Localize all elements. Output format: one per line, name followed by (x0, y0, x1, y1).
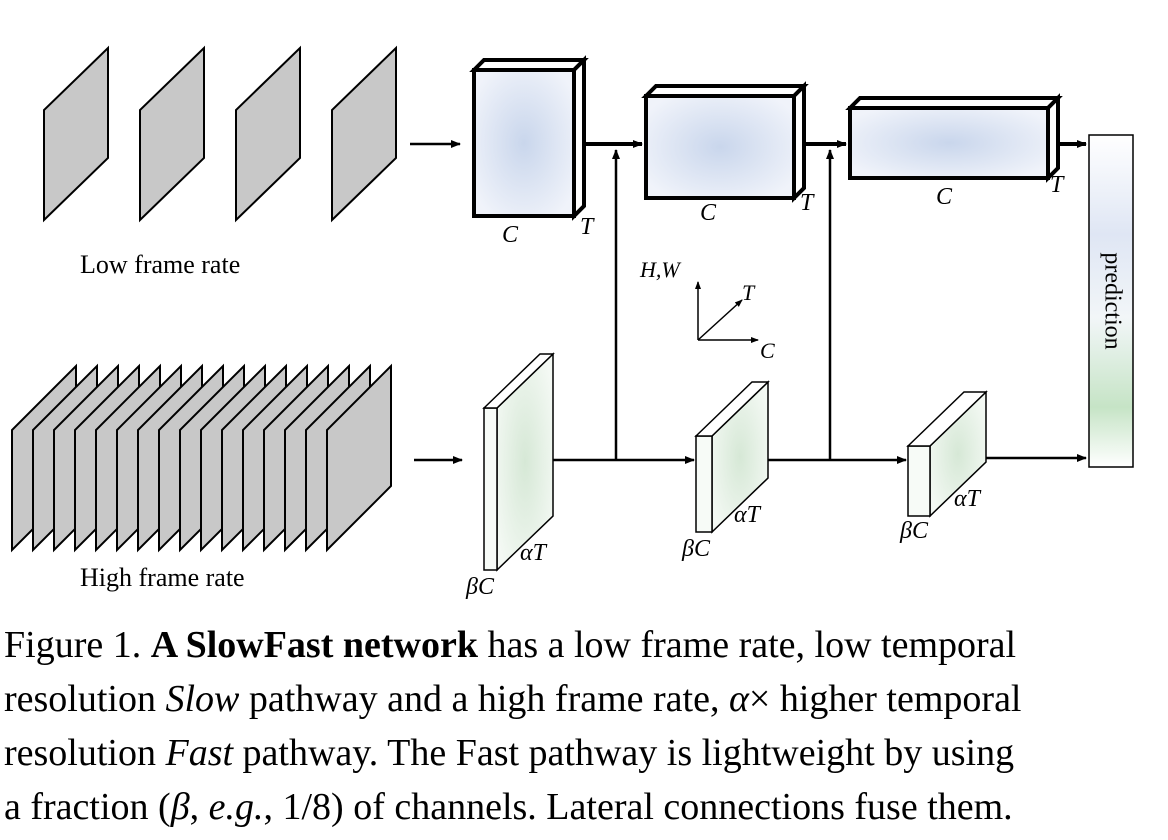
caption-alpha-symbol: α (728, 678, 749, 720)
caption-text: pathway and a high frame rate, (239, 678, 729, 720)
high-frame-rate-label: High frame rate (80, 563, 245, 592)
axis-indicator: H,W T C (639, 257, 775, 363)
caption-line-1: Figure 1. A SlowFast network has a low f… (4, 618, 1164, 672)
low-frame (43, 45, 109, 223)
slow-block-time-label: T (1050, 172, 1065, 198)
caption-text: pathway. The Fast pathway is lightweight… (233, 732, 1015, 774)
fast-block-front (695, 435, 713, 533)
fast-block: βC αT (681, 380, 770, 562)
high-frame-stack (11, 363, 392, 553)
caption-text: has a low frame rate, low temporal (477, 624, 1017, 666)
fast-block-top (906, 391, 988, 447)
slow-block-time-label: T (580, 214, 595, 240)
caption-text: Figure 1. (4, 624, 151, 666)
caption-text: resolution (4, 678, 166, 720)
caption-text: , 1/8) of channels. Lateral connections … (263, 786, 1013, 828)
caption-italic-eg: e.g. (208, 786, 264, 828)
slow-block-channel-label: C (502, 222, 519, 248)
fast-block: βC αT (899, 390, 988, 544)
fast-block-channel-label: βC (899, 518, 929, 544)
caption-line-3: resolution Fast pathway. The Fast pathwa… (4, 726, 1164, 780)
fast-block-top (482, 353, 555, 409)
slow-block: C T (641, 81, 815, 226)
figure-caption: Figure 1. A SlowFast network has a low f… (4, 618, 1164, 834)
fast-block-time-label: αT (954, 486, 982, 512)
low-frame-rate-label: Low frame rate (80, 250, 240, 279)
slowfast-diagram: Low frame rate High frame rate C (11, 45, 1134, 600)
high-frame (326, 363, 392, 553)
axis-c-label: C (760, 338, 775, 363)
axis-t-line (697, 299, 743, 341)
prediction-label: prediction (1099, 252, 1125, 349)
fast-block-front (483, 407, 498, 571)
prediction-block: prediction (1088, 134, 1134, 468)
caption-line-2: resolution Slow pathway and a high frame… (4, 672, 1164, 726)
slow-block-channel-label: C (700, 200, 717, 226)
slow-block-channel-label: C (936, 184, 953, 210)
caption-text: , (189, 786, 209, 828)
fast-block-time-label: αT (734, 502, 762, 528)
slow-block-front (644, 94, 796, 200)
fast-block-front (907, 445, 931, 517)
slow-block: C T (469, 55, 595, 248)
low-frame (235, 45, 301, 223)
caption-beta-symbol: β (170, 786, 190, 828)
caption-text: resolution (4, 732, 166, 774)
caption-bold-title: A SlowFast network (150, 624, 478, 666)
caption-italic-slow: Slow (165, 678, 240, 720)
caption-text: × higher temporal (748, 678, 1022, 720)
fast-block-top (694, 381, 770, 437)
slow-block-front (472, 68, 576, 218)
prediction-bar (1088, 134, 1134, 468)
fast-block-time-label: αT (520, 540, 548, 566)
axis-t-label: T (742, 280, 756, 305)
low-frame (331, 45, 397, 223)
slow-block: C T (845, 93, 1065, 210)
low-frame (139, 45, 205, 223)
caption-text: a fraction ( (4, 786, 171, 828)
caption-italic-fast: Fast (165, 732, 234, 774)
slow-block-time-label: T (800, 190, 815, 216)
fast-block: βC αT (465, 352, 555, 600)
fast-block-channel-label: βC (465, 574, 495, 600)
axis-hw-label: H,W (639, 257, 681, 282)
caption-line-4: a fraction (β, e.g., 1/8) of channels. L… (4, 780, 1164, 834)
low-frame-stack (43, 45, 397, 223)
slow-block-front (848, 106, 1050, 180)
fast-block-channel-label: βC (681, 536, 711, 562)
